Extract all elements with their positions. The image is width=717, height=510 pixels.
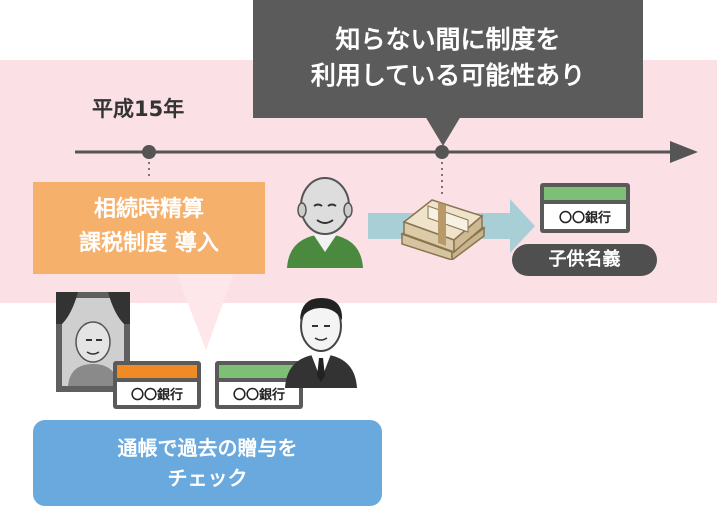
callout-line2: 利用している可能性あり [310, 61, 586, 90]
timeline-dot-start [142, 145, 156, 159]
passbook-stripe [117, 365, 197, 378]
passbook-child: 〇〇銀行 [540, 183, 630, 233]
passbook-label: 〇〇銀行 [117, 382, 197, 405]
system-line1: 相続時精算 [93, 197, 204, 222]
timeline-arrowhead [670, 141, 698, 163]
system-box-tail [175, 270, 235, 350]
year-label: 平成15年 [92, 97, 185, 121]
money-bundle-icon [400, 199, 486, 260]
system-box: 相続時精算 課税制度 導入 [33, 182, 265, 274]
passbook-label: 〇〇銀行 [219, 382, 299, 405]
businessman-icon [285, 298, 357, 388]
child-name-tag: 子供名義 [512, 244, 657, 276]
passbook-stripe [544, 187, 626, 200]
passbook-label: 〇〇銀行 [544, 204, 626, 229]
system-line2: 課税制度 導入 [79, 231, 219, 256]
passbook-deceased: 〇〇銀行 [113, 361, 201, 409]
callout-top: 知らない間に制度を 利用している可能性あり [253, 0, 643, 118]
callout-tail [425, 116, 461, 146]
elderly-man-icon [287, 177, 363, 268]
callout-line1: 知らない間に制度を [335, 25, 561, 54]
check-line1: 通帳で過去の贈与を [117, 436, 298, 460]
check-box: 通帳で過去の贈与を チェック [33, 420, 382, 506]
passbook-stripe [219, 365, 299, 378]
check-line2: チェック [167, 466, 248, 490]
timeline-dot-gift [435, 145, 449, 159]
